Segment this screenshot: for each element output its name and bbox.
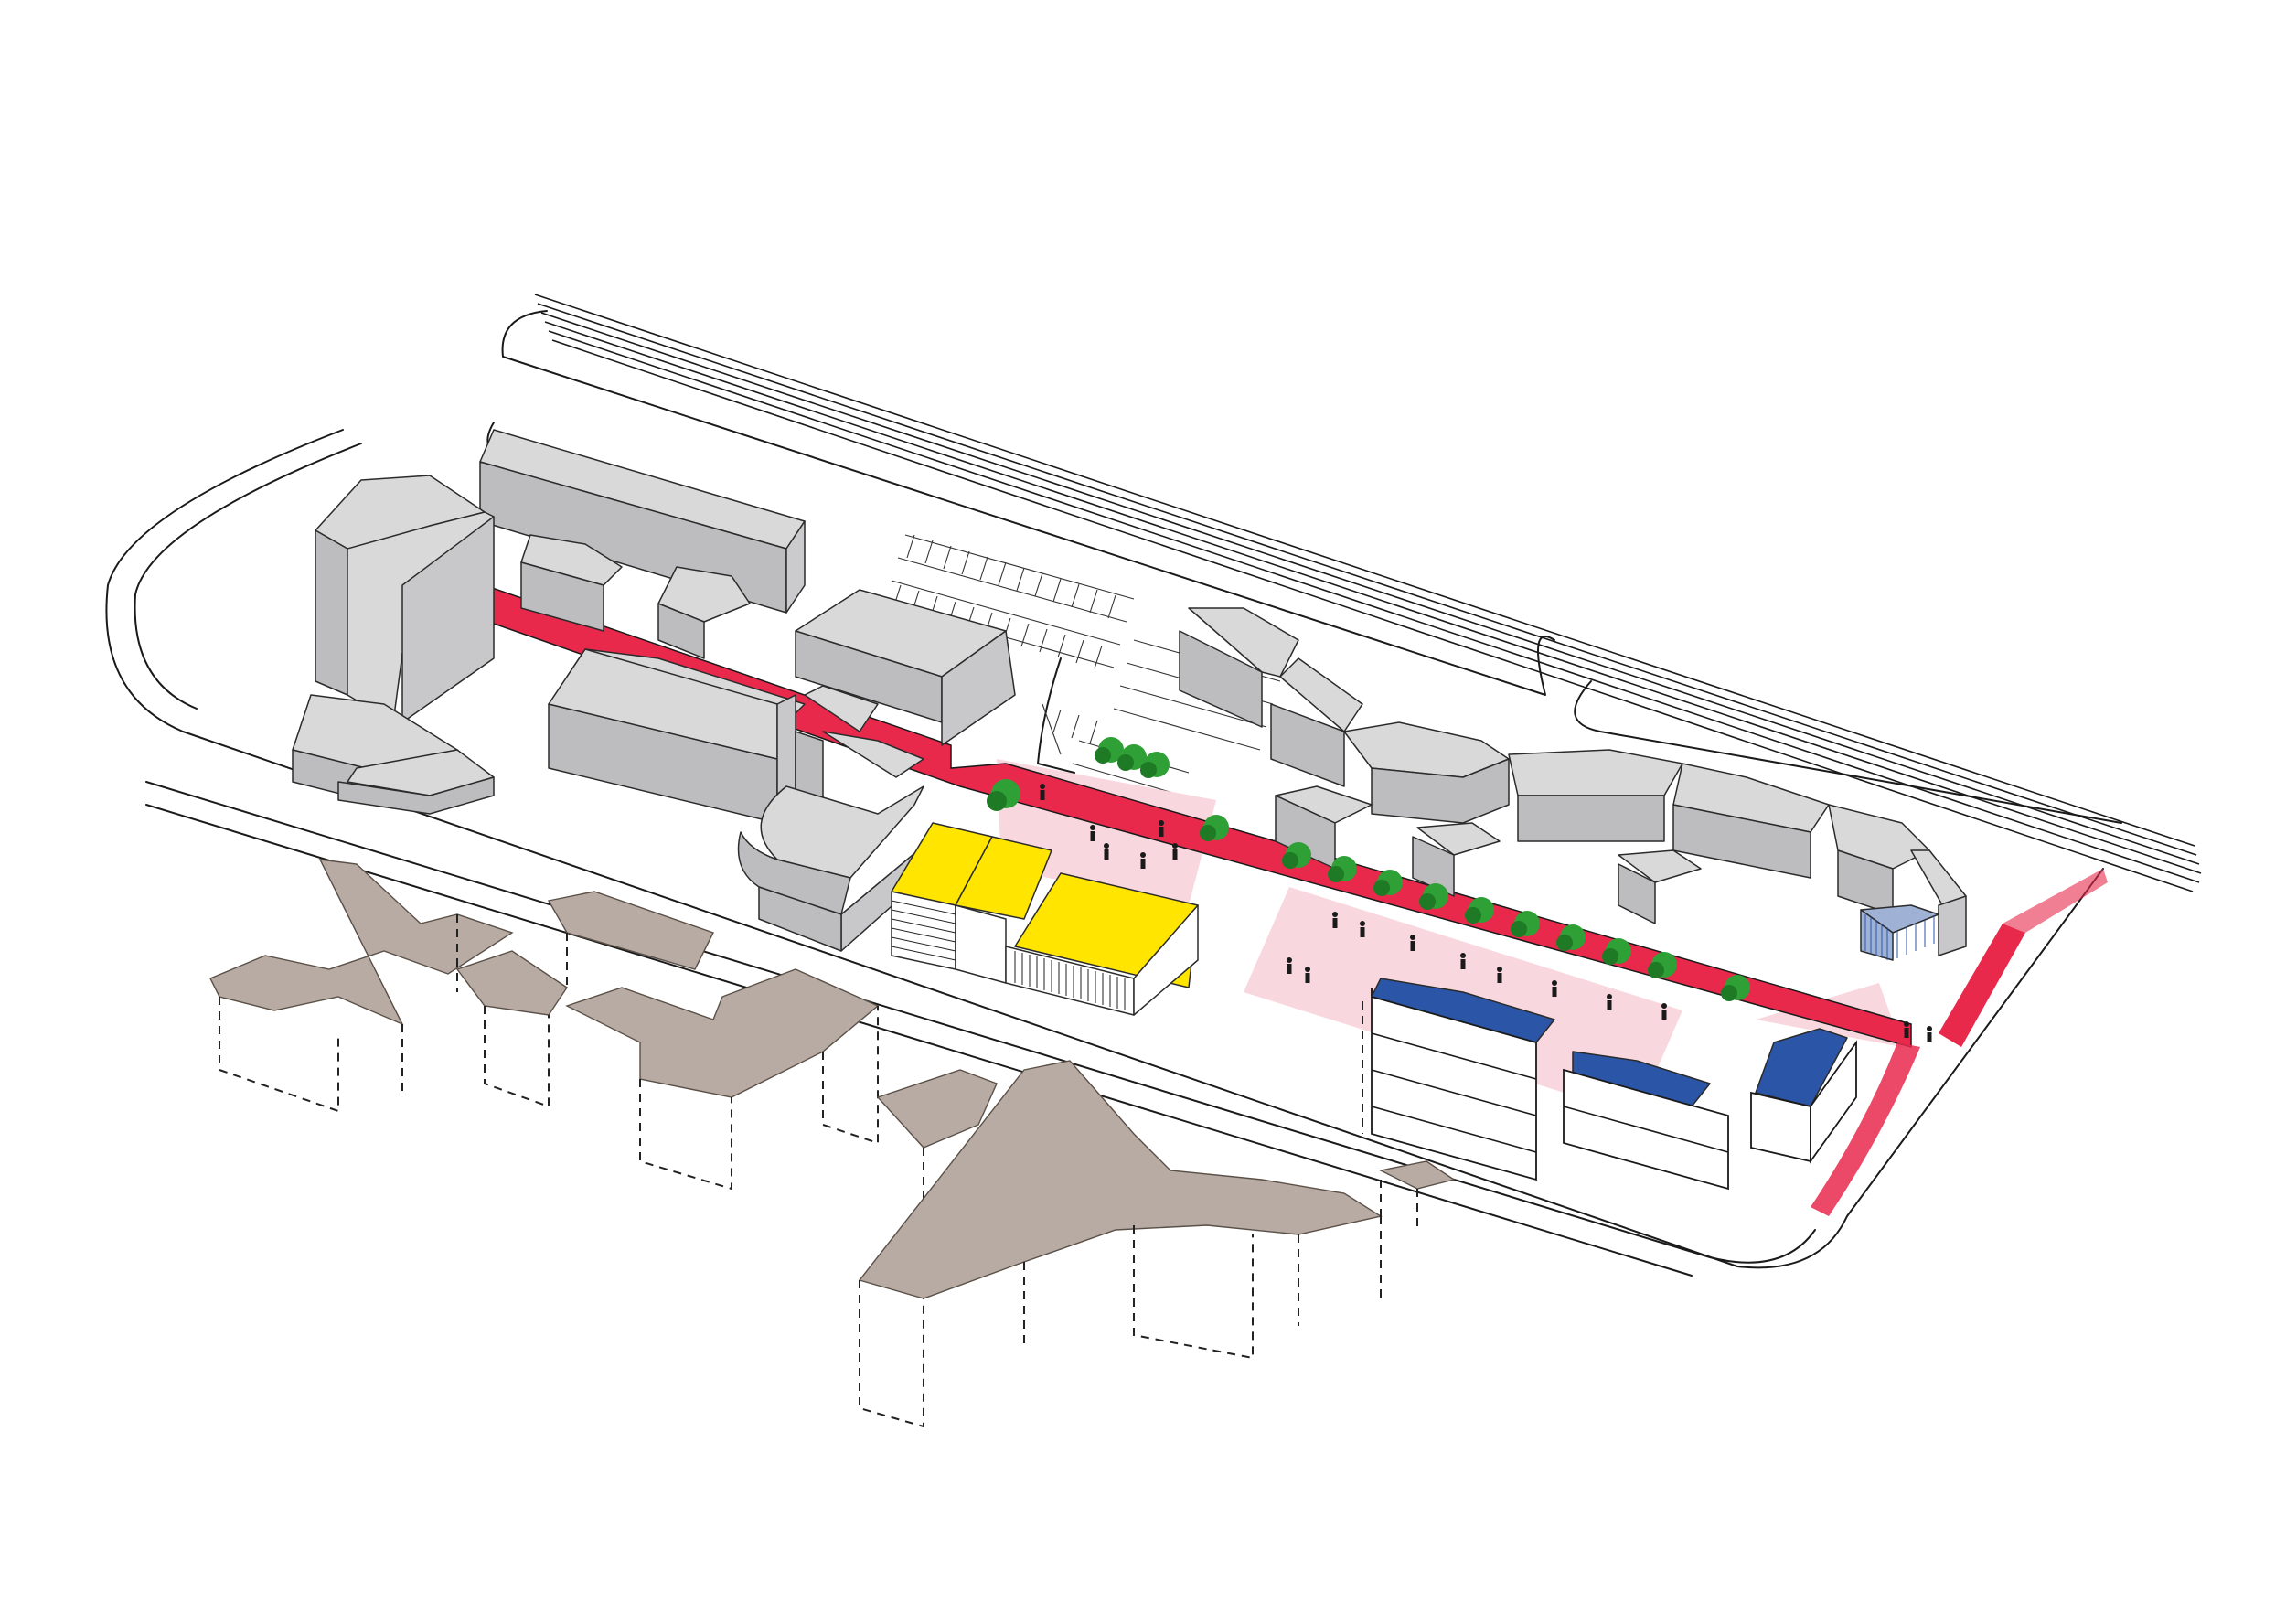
tree-icon — [1465, 897, 1494, 924]
proposed-yellow-buildings — [891, 822, 1199, 1016]
tree-icon — [1140, 752, 1170, 778]
tree-icon — [1602, 938, 1631, 965]
tree-icon — [1419, 883, 1448, 910]
red-connector-south — [1811, 1042, 1920, 1216]
person-icon — [1104, 843, 1109, 860]
person-icon — [1332, 912, 1338, 928]
tree-icon — [987, 779, 1020, 811]
site-boundary — [105, 422, 2104, 1277]
tree-icon — [1282, 842, 1311, 869]
people — [1040, 784, 1932, 1042]
tree-icon — [1721, 975, 1750, 1001]
tree-icon — [1117, 744, 1147, 771]
person-icon — [1140, 852, 1146, 869]
person-icon — [1159, 820, 1164, 837]
tree-icon — [1328, 856, 1357, 882]
tree-icon — [1095, 737, 1124, 764]
tree-icon — [1511, 911, 1540, 937]
person-icon — [1090, 825, 1095, 841]
context-buildings — [209, 859, 1456, 1428]
person-icon — [1410, 935, 1415, 951]
tree-icon — [1556, 924, 1586, 951]
railway-tracks — [501, 294, 2202, 892]
tree-icon — [1200, 815, 1229, 841]
tree-icon — [1373, 870, 1403, 896]
person-icon — [1904, 1021, 1909, 1038]
existing-buildings — [292, 429, 1967, 961]
person-icon — [1497, 967, 1502, 983]
red-connector-east — [1939, 924, 2025, 1047]
person-icon — [1172, 843, 1178, 860]
tree-icon — [1648, 952, 1677, 978]
person-icon — [1552, 980, 1557, 997]
person-icon — [1927, 1026, 1932, 1042]
person-icon — [1460, 953, 1466, 969]
person-icon — [1040, 784, 1045, 800]
person-icon — [1360, 921, 1365, 937]
person-icon — [1607, 994, 1612, 1010]
person-icon — [1305, 967, 1310, 983]
person-icon — [1287, 957, 1292, 974]
proposed-blue-buildings — [1362, 978, 1857, 1191]
person-icon — [1661, 1003, 1667, 1020]
tree-row — [987, 737, 1750, 1001]
